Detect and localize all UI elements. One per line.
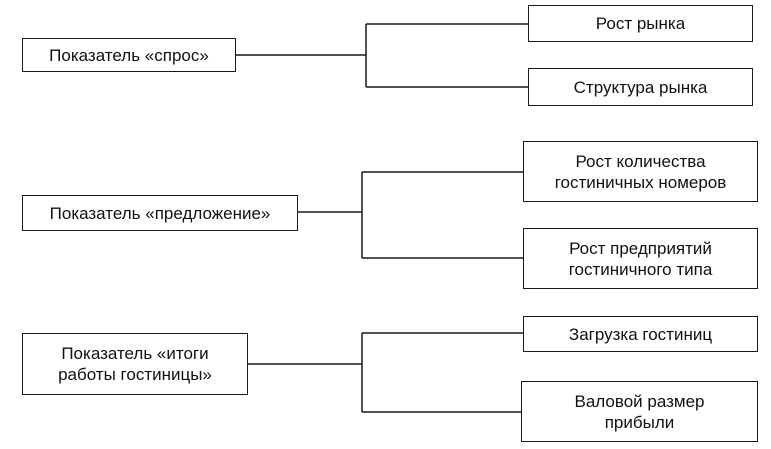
box-hotel-enterprises-growth: Рост предприятий гостиничного типа xyxy=(523,228,758,289)
box-demand-indicator: Показатель «спрос» xyxy=(22,38,236,72)
box-hotel-occupancy: Загрузка гостиниц xyxy=(523,316,758,352)
box-market-structure: Структура рынка xyxy=(528,68,753,106)
box-market-growth: Рост рынка xyxy=(528,5,753,42)
box-gross-profit: Валовой размер прибыли xyxy=(521,381,758,442)
box-results-indicator: Показатель «итоги работы гостиницы» xyxy=(22,333,248,395)
connector-supply xyxy=(298,171,523,259)
box-supply-indicator: Показатель «предложение» xyxy=(22,195,298,231)
connector-results xyxy=(248,332,523,413)
box-rooms-growth: Рост количества гостиничных номеров xyxy=(523,141,758,202)
connector-demand xyxy=(236,23,528,88)
